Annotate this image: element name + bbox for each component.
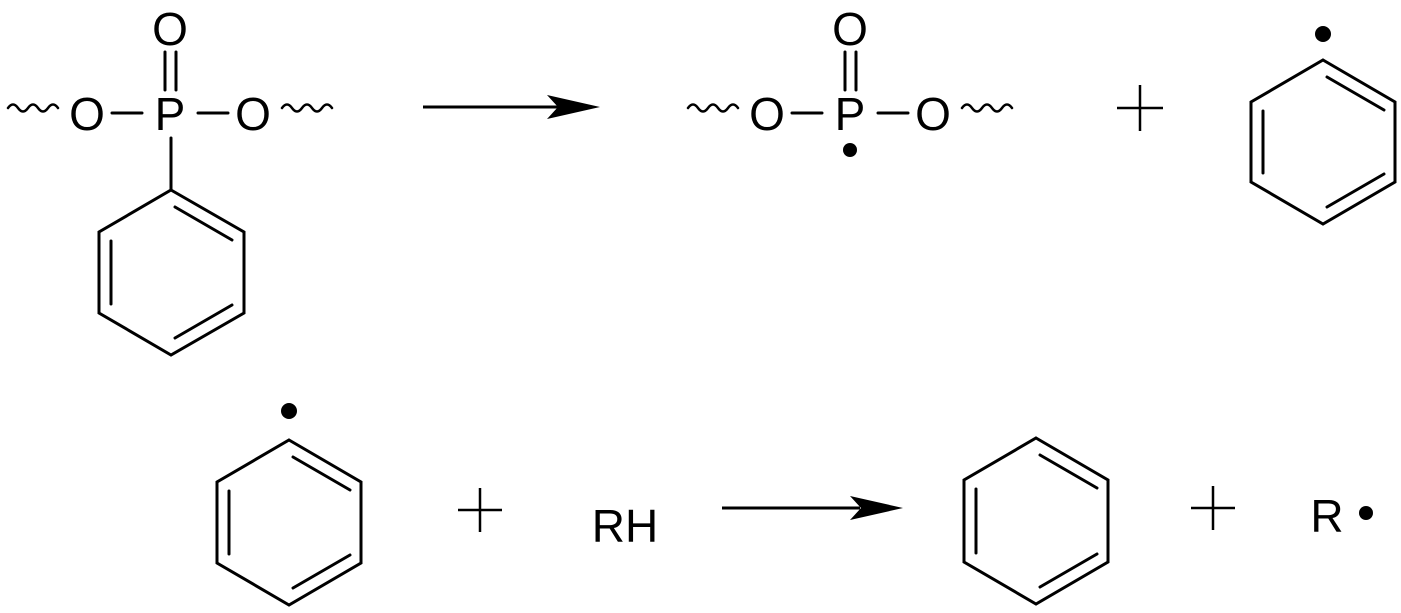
reaction-arrow-1: [423, 95, 600, 119]
alkyl-radical: R: [1310, 490, 1373, 542]
radical-dot: [281, 403, 297, 419]
phenyl-radical-1: [1249, 26, 1397, 226]
wavy-bond-right: [960, 103, 1014, 113]
atom-p: P: [155, 88, 186, 140]
phenyl-radical-2: [215, 403, 363, 607]
benzene-product: [962, 436, 1110, 606]
wavy-bond-left: [6, 103, 60, 113]
atom-o-left: O: [69, 88, 105, 140]
wavy-bond-left: [686, 103, 740, 113]
reaction-arrow-2: [722, 496, 903, 520]
plus-sign-1: [1117, 85, 1163, 131]
radical-dot: [1315, 26, 1331, 42]
atom-o-double: O: [832, 3, 868, 55]
phenyl-ring: [97, 188, 246, 357]
atom-o-right: O: [235, 88, 271, 140]
wavy-bond-right: [280, 103, 334, 113]
radical-dot: [1359, 506, 1373, 520]
plus-sign-3: [1191, 486, 1235, 530]
atom-o-double: O: [152, 3, 188, 55]
product-phosphorus-radical: O P O O: [686, 3, 1014, 157]
atom-o-left: O: [749, 88, 785, 140]
reactant-phenyl-phosphate: O P O O: [6, 3, 334, 357]
atom-r: R: [1310, 490, 1343, 542]
plus-sign-2: [458, 488, 502, 532]
atom-p: P: [835, 88, 866, 140]
radical-dot-p: [843, 143, 857, 157]
reagent-rh: RH: [592, 500, 658, 552]
atom-o-right: O: [915, 88, 951, 140]
